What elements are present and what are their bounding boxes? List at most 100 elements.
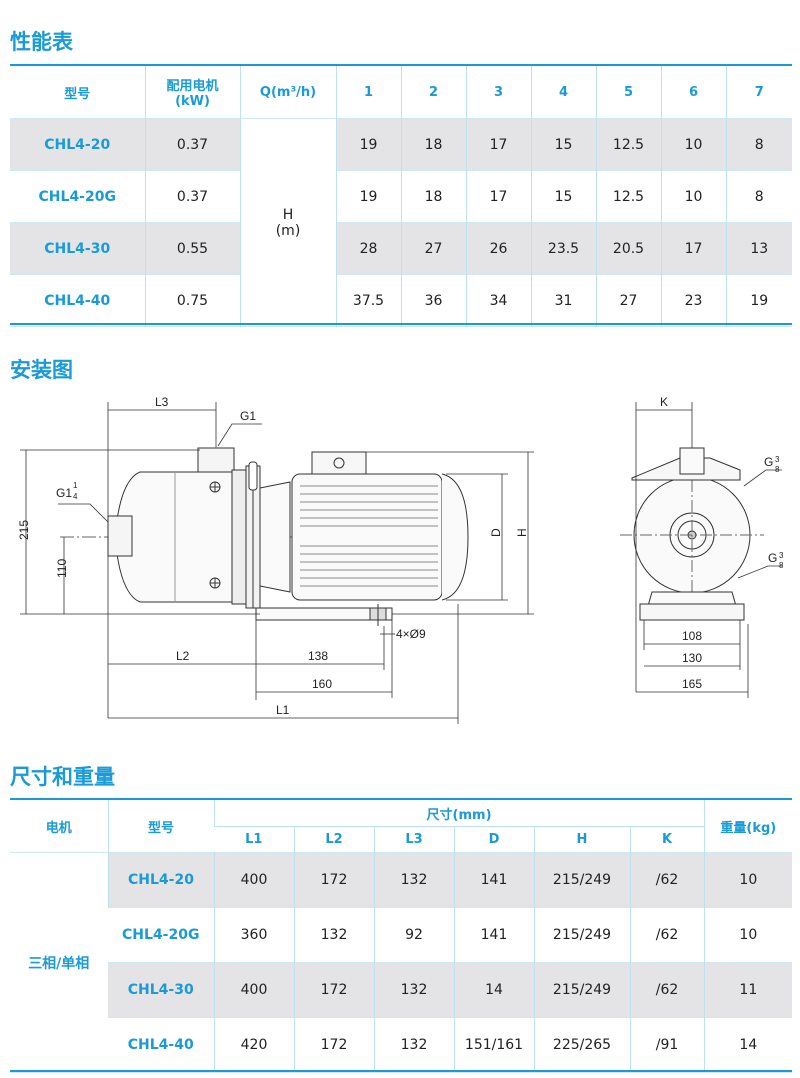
top-rule — [10, 64, 792, 66]
cell-dim: 215/249 — [533, 852, 630, 908]
row-model: CHL4-30 — [108, 962, 214, 1018]
performance-bottom-rule — [10, 323, 792, 325]
cell-h: 12.5 — [595, 118, 661, 171]
cell-dim: 215/249 — [533, 907, 630, 963]
cell-dim: 420 — [213, 1017, 294, 1073]
label-L3: L3 — [155, 395, 169, 409]
cell-h: 15 — [530, 170, 596, 223]
cell-h: 27 — [595, 274, 661, 327]
cell-h: 10 — [660, 170, 726, 223]
cell-h: 15 — [530, 118, 596, 171]
performance-header-row: 型号 配用电机(kW) Q(m³/h) 1 2 3 4 5 6 7 — [10, 66, 792, 119]
table-row: CHL4-20 0.37 H(m) 19 18 17 15 12.5 10 8 — [10, 118, 792, 327]
cell-h: 12.5 — [595, 170, 661, 223]
cell-dim: 151/161 — [453, 1017, 534, 1073]
header-motor: 配用电机(kW) — [144, 66, 240, 119]
table-row: 三相/单相 CHL4-20 400 172 132 141 215/249 /6… — [10, 852, 793, 972]
cell-dim: 14 — [453, 962, 534, 1018]
header-flow: 4 — [530, 66, 596, 119]
cell-dim: 92 — [373, 907, 454, 963]
header-model: 型号 — [10, 66, 145, 119]
cell-weight: 10 — [703, 852, 793, 908]
cell-dim: 360 — [213, 907, 294, 963]
label-G1: G1 — [240, 409, 256, 423]
svg-text:4: 4 — [73, 492, 78, 501]
cell-h: 13 — [725, 222, 792, 275]
row-model: CHL4-40 — [127, 1037, 194, 1053]
cell-dim: 400 — [213, 852, 294, 908]
cell-dim: 132 — [373, 962, 454, 1018]
header-size: 尺寸(mm) — [213, 800, 705, 827]
dimensions-title: 尺寸和重量 — [10, 765, 115, 789]
cell-dim: 141 — [453, 852, 534, 908]
table-row: CHL4-40 420 172 132 151/161 225/265 /91 … — [10, 1017, 793, 1073]
performance-title: 性能表 — [10, 30, 73, 54]
label-165: 165 — [682, 677, 702, 691]
motor-type-cell: 三相/单相 — [28, 955, 90, 972]
header-flow: 6 — [660, 66, 726, 119]
cell-dim: 132 — [373, 1017, 454, 1073]
svg-text:3: 3 — [775, 455, 780, 464]
header-col: L2 — [293, 826, 374, 853]
cell-h: 10 — [660, 118, 726, 171]
header-motor: 电机 — [10, 800, 108, 853]
row-model: CHL4-20 — [107, 852, 214, 908]
cell-h: 26 — [465, 222, 531, 275]
cell-dim: /91 — [629, 1017, 705, 1073]
cell-h: 8 — [725, 118, 792, 171]
cell-h: 17 — [465, 118, 531, 171]
svg-text:3: 3 — [779, 551, 784, 560]
cell-dim: 132 — [373, 852, 454, 908]
label-H: H — [515, 528, 529, 537]
header-weight: 重量(kg) — [703, 800, 793, 853]
cell-dim: 225/265 — [533, 1017, 630, 1073]
row-model: CHL4-30 — [10, 222, 145, 275]
header-col: H — [533, 826, 630, 853]
cell-h: 31 — [530, 274, 596, 327]
cell-weight: 11 — [703, 962, 793, 1018]
cell-dim: /62 — [629, 852, 705, 908]
cell-dim: 172 — [293, 852, 374, 908]
dims-header-row-2: L1 L2 L3 D H K — [10, 826, 793, 853]
cell-weight: 14 — [703, 1017, 793, 1073]
label-L2: L2 — [176, 649, 190, 663]
label-L1: L1 — [276, 703, 290, 717]
table-row: CHL4-20G 0.37 19 18 17 15 12.5 10 8 — [10, 170, 792, 223]
label-138: 138 — [308, 649, 328, 663]
cell-dim: /62 — [629, 907, 705, 963]
row-model: CHL4-40 — [44, 292, 111, 309]
row-kw: 0.37 — [144, 118, 240, 171]
cell-weight: 10 — [703, 907, 793, 963]
cell-h: 37.5 — [335, 274, 401, 327]
row-kw: 0.75 — [144, 274, 240, 327]
svg-text:8: 8 — [779, 561, 784, 570]
label-G38-bottom: G — [768, 551, 777, 565]
header-flow: 3 — [465, 66, 531, 119]
table-row: CHL4-30 400 172 132 14 215/249 /62 11 — [10, 962, 793, 1018]
dimensions-table: 电机 型号 尺寸(mm) 重量(kg) L1 L2 L3 D H K 三相/单相… — [10, 800, 793, 1073]
row-model: CHL4-20G — [122, 927, 200, 943]
cell-h: 17 — [465, 170, 531, 223]
label-holes: 4×Ø9 — [396, 627, 426, 641]
cell-dim: 400 — [213, 962, 294, 1018]
table-row: CHL4-30 0.55 28 27 26 23.5 20.5 17 13 — [10, 222, 792, 275]
label-D: D — [489, 528, 503, 537]
header-q: Q(m³/h) — [239, 66, 336, 119]
cell-dim: 215/249 — [533, 962, 630, 1018]
h-unit-cell: H(m) — [239, 118, 336, 327]
cell-h: 18 — [400, 170, 466, 223]
cell-h: 17 — [660, 222, 726, 275]
label-110: 110 — [55, 559, 69, 578]
cell-dim: 172 — [293, 962, 374, 1018]
cell-dim: 172 — [293, 1017, 374, 1073]
header-model: 型号 — [107, 800, 214, 853]
table-row: CHL4-40 0.75 37.5 36 34 31 27 23 19 — [10, 274, 792, 327]
performance-table: 型号 配用电机(kW) Q(m³/h) 1 2 3 4 5 6 7 CHL4-2… — [10, 66, 792, 327]
installation-title: 安装图 — [10, 358, 73, 382]
label-215: 215 — [17, 520, 31, 540]
cell-h: 19 — [335, 170, 401, 223]
installation-drawing: L3 G1 G1 1 4 215 110 D H L2 138 160 L1 4… — [17, 395, 784, 724]
cell-h: 28 — [335, 222, 401, 275]
label-108: 108 — [682, 629, 702, 643]
label-130: 130 — [682, 651, 702, 665]
